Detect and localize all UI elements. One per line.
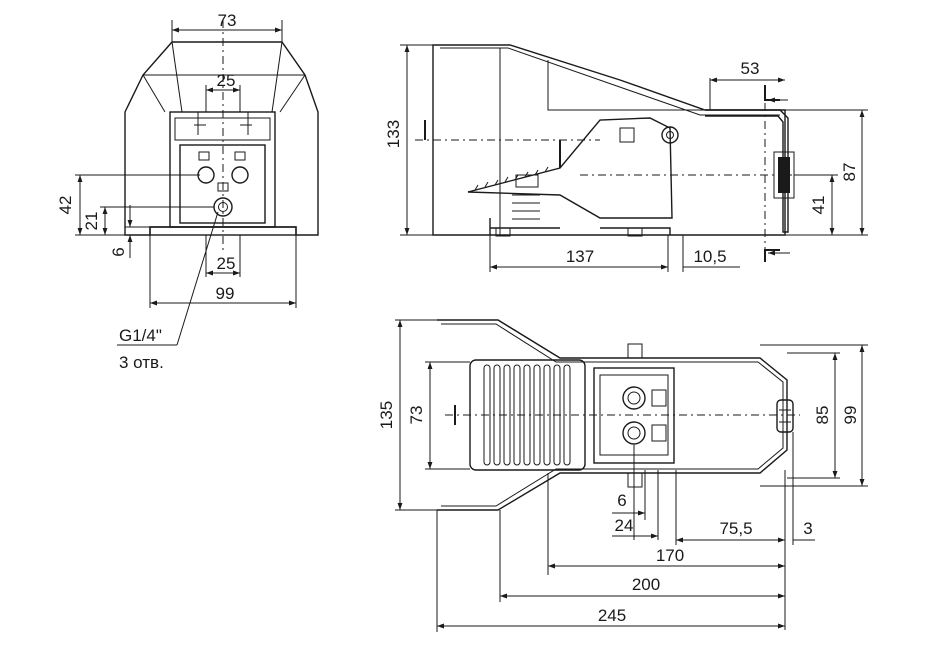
top-dim-24: 24 xyxy=(615,516,634,535)
top-fitting-lower xyxy=(651,424,667,442)
top-port-upper xyxy=(622,386,646,410)
side-section-mark-bottom xyxy=(764,249,780,262)
side-foot-right xyxy=(627,227,643,237)
top-dim-245: 245 xyxy=(598,606,626,625)
side-spring xyxy=(512,194,540,220)
side-cover-top-edge xyxy=(440,47,780,116)
front-view: 73 25 42 21 6 25 99 G1/4" 3 отв xyxy=(56,11,319,372)
top-view: 135 73 85 99 6 24 75,5 3 xyxy=(377,319,868,632)
side-valve-screw xyxy=(619,127,635,143)
top-dim-75-5: 75,5 xyxy=(719,519,752,538)
front-fittings xyxy=(194,112,252,135)
side-dim-87: 87 xyxy=(840,163,859,182)
top-port-upper-inner xyxy=(627,391,641,405)
top-dim-85: 85 xyxy=(813,406,832,425)
side-inner-pedal xyxy=(467,117,673,219)
front-thread-count: 3 отв. xyxy=(119,353,164,372)
side-dim-41: 41 xyxy=(809,196,828,215)
front-thread-leader xyxy=(176,211,219,346)
side-hinge xyxy=(661,126,679,144)
side-spring-cap xyxy=(515,174,539,188)
top-port-lower-inner xyxy=(627,426,641,440)
top-bracket-top xyxy=(627,343,643,359)
front-dim-42: 42 xyxy=(56,196,75,215)
top-bracket-bottom xyxy=(627,472,643,488)
front-marker-2 xyxy=(234,151,246,161)
side-section-mark-top xyxy=(764,85,780,101)
side-cover-fold xyxy=(499,48,705,235)
top-dim-73: 73 xyxy=(407,406,426,425)
front-dim-6: 6 xyxy=(109,247,128,256)
top-dim-170: 170 xyxy=(656,546,684,565)
side-dim-133: 133 xyxy=(384,120,403,148)
front-port-left xyxy=(197,166,215,184)
side-hinge-pin xyxy=(666,131,674,139)
top-lock-pin-lines xyxy=(779,409,791,423)
front-cover-inner xyxy=(142,41,306,113)
front-dim-25-top: 25 xyxy=(217,71,236,90)
front-base-plate xyxy=(149,226,297,236)
top-fitting-upper xyxy=(651,389,667,407)
front-marker-1 xyxy=(198,151,210,161)
side-dim-10-5: 10,5 xyxy=(693,247,726,266)
side-view: 133 53 87 41 137 10,5 xyxy=(384,44,868,272)
top-dim-6: 6 xyxy=(617,491,626,510)
side-dim-137: 137 xyxy=(566,247,594,266)
top-dim-99: 99 xyxy=(841,406,860,425)
top-dim-3: 3 xyxy=(803,519,812,538)
top-dim-200: 200 xyxy=(632,575,660,594)
front-thread-label: G1/4" xyxy=(119,326,162,345)
front-dim-25-bottom: 25 xyxy=(217,254,236,273)
side-foot-left xyxy=(495,227,511,237)
front-dim-73: 73 xyxy=(218,11,237,30)
side-rear-bracket xyxy=(705,109,789,233)
side-pedal-outline xyxy=(432,44,786,236)
side-base-plate xyxy=(489,218,671,235)
top-port-lower xyxy=(622,421,646,445)
top-lock-pin xyxy=(776,399,794,433)
top-dim-135: 135 xyxy=(377,401,396,429)
front-port-right xyxy=(231,166,249,184)
side-dim-53: 53 xyxy=(741,59,760,78)
front-dim-99: 99 xyxy=(216,284,235,303)
front-dim-21: 21 xyxy=(82,212,101,231)
